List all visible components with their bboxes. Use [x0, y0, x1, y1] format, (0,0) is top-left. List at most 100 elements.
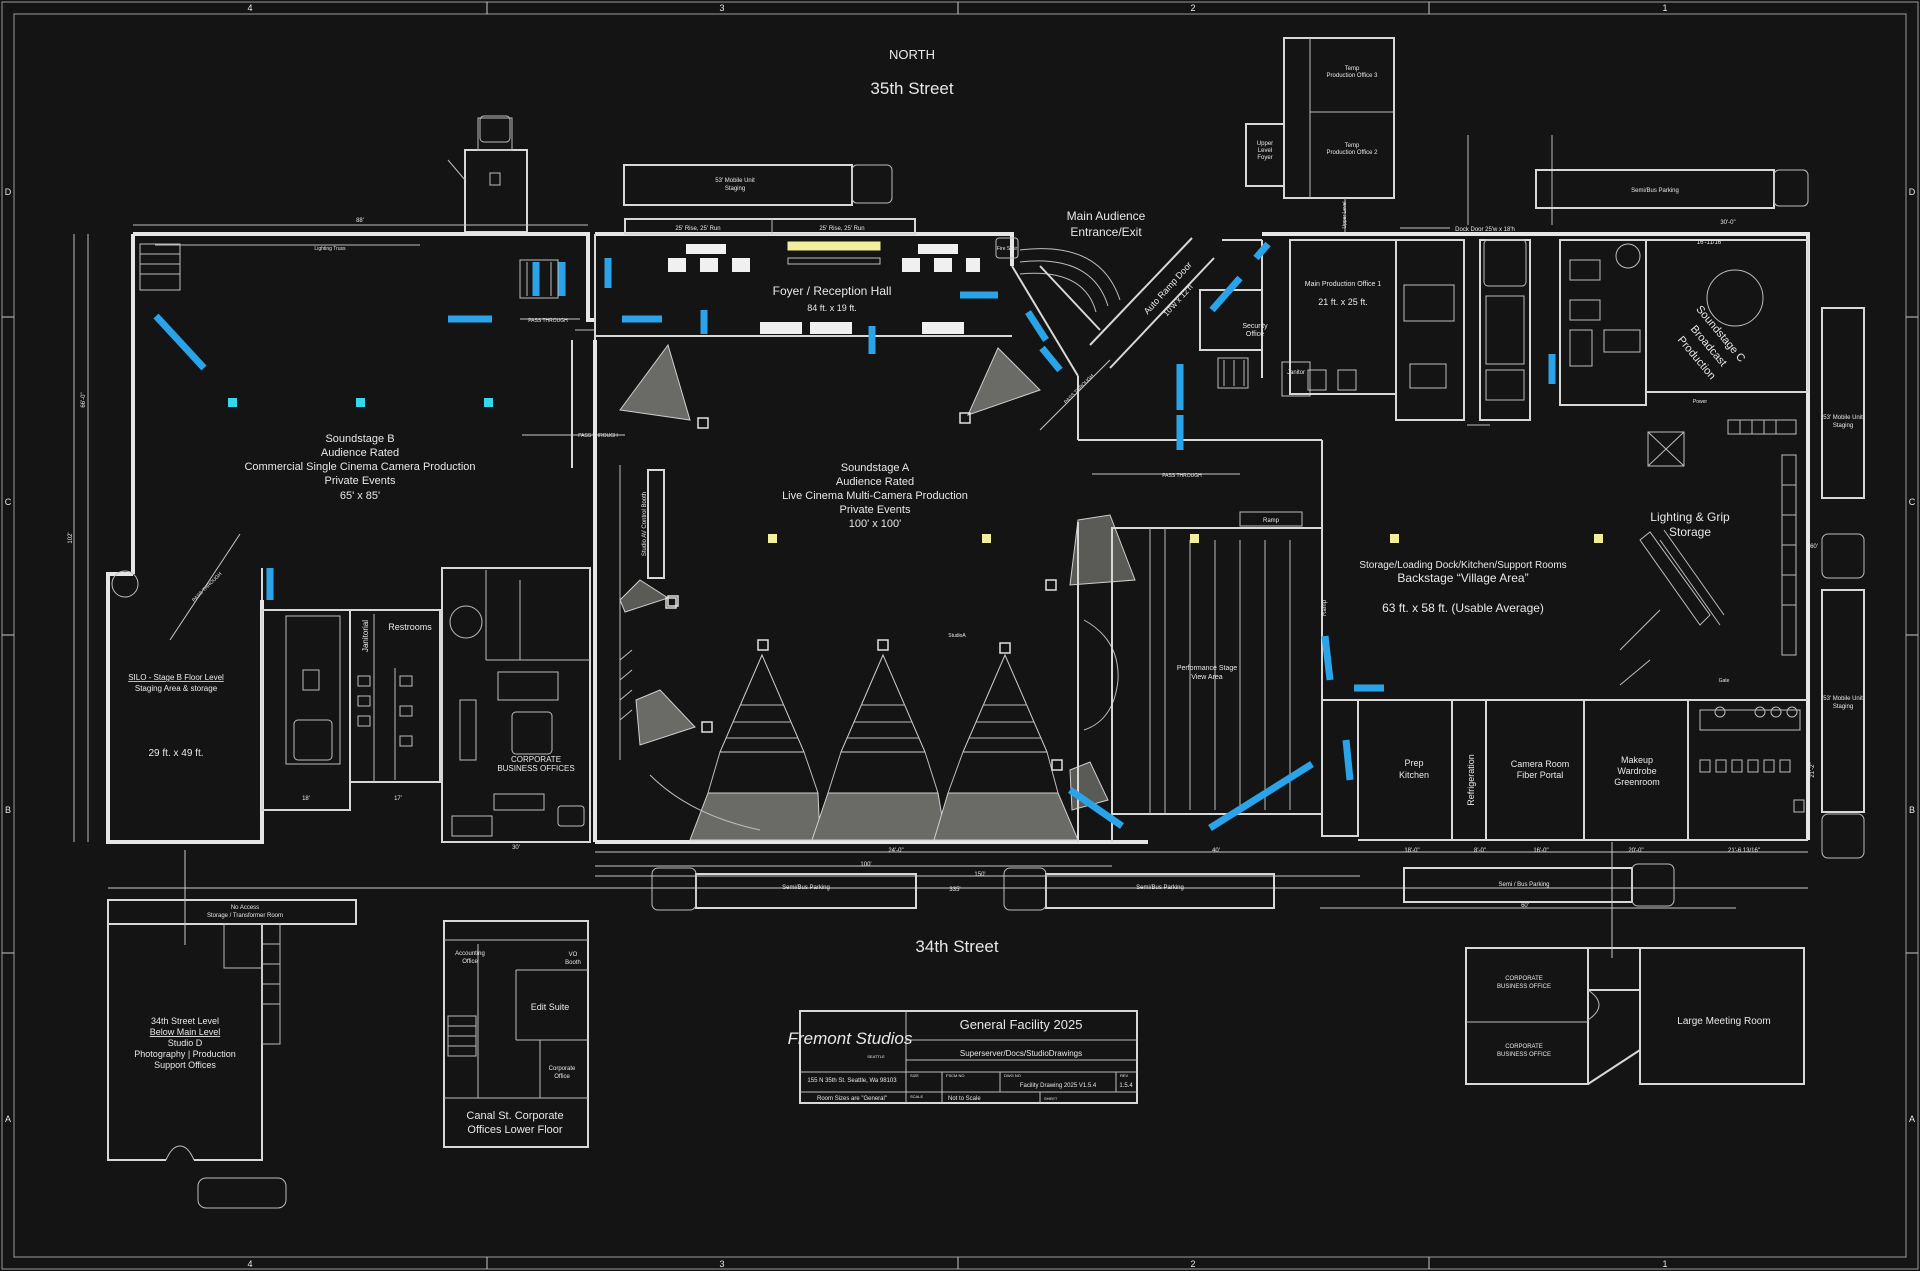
title-block-title: General Facility 2025 [960, 1017, 1083, 1032]
title-block-path: Superserver/Docs/StudioDrawings [960, 1049, 1082, 1058]
upper-level-foyer-2: Level [1258, 148, 1272, 154]
grid-row-a-right: A [1909, 1114, 1915, 1124]
dwg-value: Facility Drawing 2025 V1.5.4 [1020, 1083, 1097, 1089]
prep-kitchen-2: Kitchen [1399, 770, 1429, 780]
main-entrance-1: Main Audience [1067, 209, 1146, 223]
corp-business-office-1b: BUSINESS OFFICE [1497, 984, 1551, 990]
title-block-address: 155 N 35th St. Seattle, Wa 98103 [807, 1078, 897, 1084]
village-line-2: Backstage “Village Area” [1397, 571, 1528, 585]
scale-label: SCALE [910, 1094, 923, 1099]
dim-right-side: 60' [1810, 544, 1818, 550]
makeup-3: Greenroom [1614, 777, 1660, 787]
logo-sub: SEATTLE [867, 1054, 885, 1059]
camera-room-2: Fiber Portal [1517, 770, 1564, 780]
restrooms-label: Restrooms [388, 622, 432, 632]
corporate-offices-1: CORPORATE [511, 755, 561, 764]
studio-d-4: Photography | Production [134, 1049, 235, 1059]
logo-text: Fremont Studios [788, 1029, 913, 1048]
lighting-markers [228, 398, 1603, 543]
studio-d-1: 34th Street Level [151, 1016, 219, 1026]
dim-r8: 8'-0" [1474, 848, 1486, 854]
corp-business-office-1a: CORPORATE [1505, 976, 1543, 982]
pass-through-b-mid: PASS THROUGH [578, 433, 618, 439]
studio-av-booth: Studio AV Control Booth [642, 492, 648, 556]
lighting-grip-1: Lighting & Grip [1650, 510, 1730, 524]
dim-60: 60' [1521, 903, 1529, 909]
silo-line-2: Staging Area & storage [135, 684, 218, 693]
security-office-1: Security [1242, 323, 1268, 330]
grid-col-4-top: 4 [247, 3, 252, 13]
top-structures: 53' Mobile Unit Staging Temp Production … [447, 37, 1809, 234]
corp-business-office-2b: BUSINESS OFFICE [1497, 1052, 1551, 1058]
dim-a-total: 100' [860, 862, 871, 868]
fire-stair-label: Fire Stair [997, 246, 1018, 252]
no-access-2: Storage / Transformer Room [207, 913, 283, 919]
dim-left-b: 66'-0" [81, 392, 87, 407]
corporate-office-small-1: Corporate [549, 1066, 576, 1072]
upper-level-foyer-3: Foyer [1257, 155, 1272, 161]
size-label: SIZE [910, 1073, 919, 1078]
pass-through-b-diag: PASS THROUGH [191, 571, 223, 603]
blue-position-bars [153, 241, 1556, 831]
village-area: Storage/Loading Dock/Kitchen/Support Roo… [1321, 440, 1808, 841]
rev-label: REV [1120, 1073, 1129, 1078]
dim-r16: 16'-0" [1533, 848, 1548, 854]
rise-run-2: 25' Rise, 25' Run [819, 226, 864, 232]
mobile-unit-east-1: 53' Mobile Unit [1823, 415, 1863, 421]
upper-level-label: Upper Level [1342, 202, 1348, 229]
accounting-2: Office [462, 959, 478, 965]
corporate-office-small-2: Office [554, 1074, 570, 1080]
grid-col-3-bottom: 3 [719, 1259, 724, 1269]
audience-seating-trees [649, 653, 1079, 841]
soundstage-a-title: Soundstage A [841, 462, 910, 474]
vo-booth-1: VO [569, 952, 578, 958]
foyer-area: 25' Rise, 25' Run 25' Rise, 25' Run Foye… [519, 218, 1019, 340]
dim-b-sub1: 18' [302, 796, 310, 802]
power-label: Power [1693, 399, 1708, 405]
foyer-title: Foyer / Reception Hall [773, 284, 892, 298]
grid-col-3-top: 3 [719, 3, 724, 13]
dim-left-total: 102' [68, 532, 74, 543]
grid-col-4-bottom: 4 [247, 1259, 252, 1269]
dim-40: 40' [1212, 848, 1220, 854]
semi-parking-ne: Semi/Bus Parking [1631, 188, 1679, 194]
fscm-label: FSCM NO [946, 1073, 964, 1078]
soundstage-a-line-4: Private Events [840, 504, 911, 516]
dim-150: 150' [974, 872, 985, 878]
temp-office-3-line-1: Temp [1345, 66, 1360, 72]
semi-parking-s1: Semi/Bus Parking [782, 885, 830, 891]
refrigeration-label: Refrigeration [1466, 754, 1476, 806]
foyer-size: 84 ft. x 19 ft. [807, 303, 857, 313]
village-size: 63 ft. x 58 ft. (Usable Average) [1382, 601, 1544, 615]
grid-row-c-right: C [1909, 497, 1916, 507]
village-line-1: Storage/Loading Dock/Kitchen/Support Roo… [1359, 560, 1566, 571]
bottom-dimensions: 24'-0" 40' 18'-0" 8'-0" 16'-0" 20'-0" 21… [108, 307, 1865, 911]
dock-door-label: Dock Door 25'w x 18'h [1455, 227, 1515, 233]
soundstage-a-line-3: Live Cinema Multi-Camera Production [782, 490, 968, 502]
grid-row-b-right: B [1909, 805, 1915, 815]
title-block-note: Room Sizes are "General" [817, 1096, 887, 1102]
large-meeting-label: Large Meeting Room [1677, 1016, 1770, 1027]
ramp-label-stage: Ramp [1263, 518, 1280, 524]
accounting-1: Accounting [455, 951, 485, 957]
dim-335: 335' [949, 887, 960, 893]
janitor-label: Janitor [1287, 370, 1305, 376]
north-label: NORTH [889, 47, 935, 62]
no-access-1: No Access [231, 905, 259, 911]
performance-stage-1: Performance Stage [1177, 665, 1237, 672]
janitorial-label: Janitorial [361, 620, 370, 652]
pass-through-b-top: PASS THROUGH [528, 318, 568, 324]
soundstage-a-line-2: Audience Rated [836, 476, 914, 488]
dim-a-sub: 24'-0" [888, 848, 903, 854]
soundstage-b-line-2: Audience Rated [321, 447, 399, 459]
grid-col-1-top: 1 [1662, 3, 1667, 13]
grid-row-d-left: D [5, 187, 12, 197]
dim-r18: 18'-0" [1404, 848, 1419, 854]
dwg-label: DWG NO [1004, 1073, 1021, 1078]
gate-label: Gate [1719, 678, 1730, 684]
sheet-label: SHEET [1044, 1096, 1058, 1101]
mobile-unit-north-label-2: Staging [725, 186, 745, 192]
makeup-1: Makeup [1621, 755, 1653, 765]
scale-value: Not to Scale [948, 1096, 981, 1102]
